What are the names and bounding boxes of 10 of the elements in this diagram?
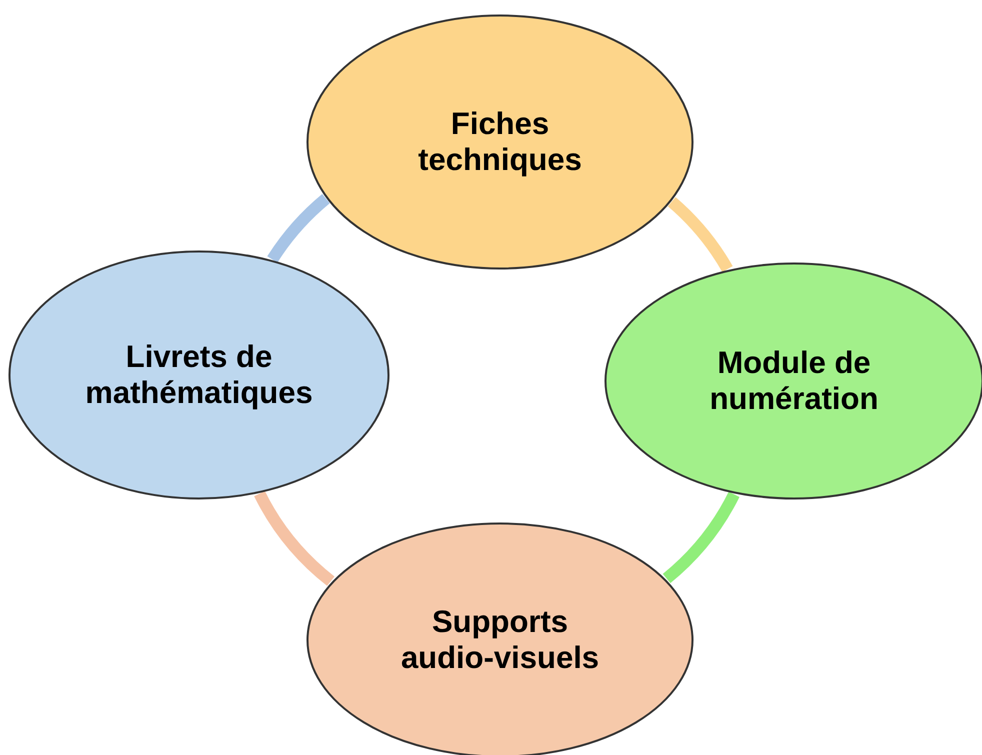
node-label: Livrets de mathématiques (84, 339, 314, 411)
connector-arc (254, 490, 335, 586)
connector-arc (668, 197, 733, 272)
node-label: Module de numération (708, 345, 880, 417)
ellipse-node (8, 250, 390, 500)
ellipse-node (306, 14, 694, 270)
node-label: Supports audio-visuels (400, 604, 600, 676)
connector-arc (267, 194, 330, 263)
node-label: Fiches techniques (417, 106, 583, 178)
connector-arc (662, 491, 740, 583)
